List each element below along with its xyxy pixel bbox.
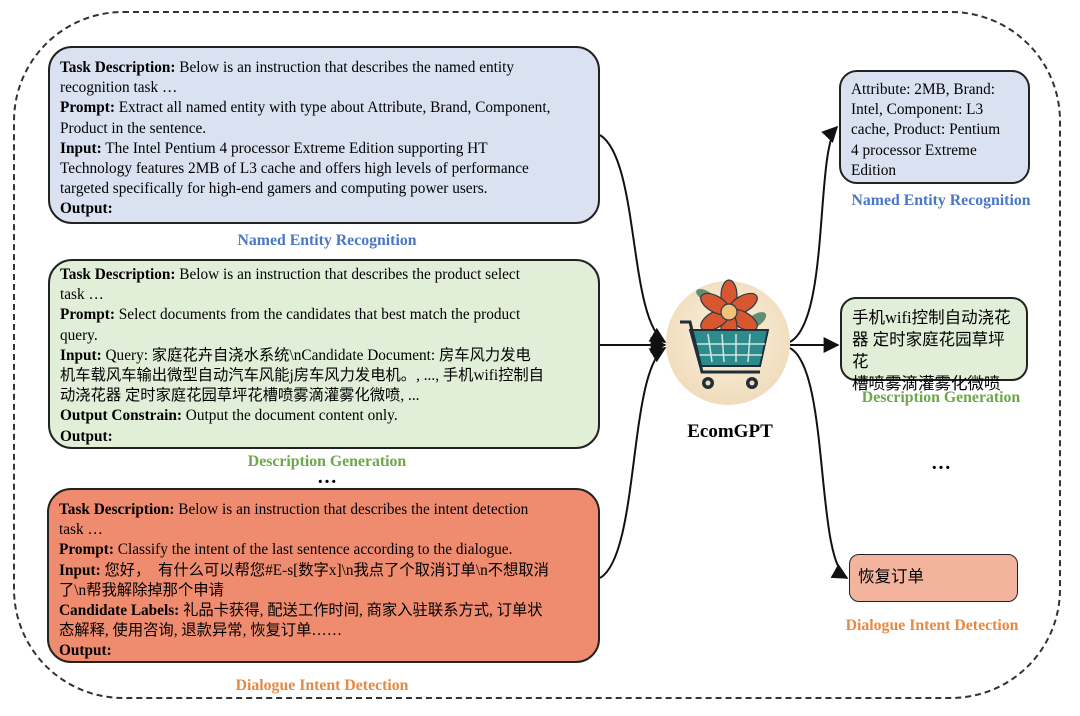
ner-output-caption: Named Entity Recognition	[851, 192, 1031, 209]
text-line: Product in the sentence.	[60, 119, 588, 139]
text-line: targeted specifically for high-end gamer…	[60, 179, 588, 199]
field-text: 您好， 有什么可以帮您#E-s[数字x]\n我点了个取消订单\n不想取消	[100, 561, 549, 579]
ner-input-caption: Named Entity Recognition	[237, 232, 417, 249]
field-text: targeted specifically for high-end gamer…	[60, 180, 488, 198]
field-text: The Intel Pentium 4 processor Extreme Ed…	[101, 139, 488, 157]
field-label: Output:	[60, 200, 113, 218]
field-text: task …	[59, 521, 103, 539]
field-text: Classify the intent of the last sentence…	[113, 541, 513, 559]
field-label: Output:	[60, 427, 113, 445]
text-line: Output Constrain: Output the document co…	[60, 406, 588, 426]
text-line: Prompt: Select documents from the candid…	[60, 305, 588, 325]
text-line: Candidate Labels: 礼品卡获得, 配送工作时间, 商家入驻联系方…	[59, 601, 588, 621]
text-line: Output:	[60, 427, 588, 447]
field-text: 了\n帮我解除掉那个申请	[59, 581, 224, 599]
output-line: Edition	[851, 161, 897, 179]
field-text: Technology features 2MB of L3 cache and …	[60, 160, 529, 178]
text-line: task …	[60, 285, 588, 305]
field-text: query.	[60, 326, 98, 344]
output-line: Intel, Component: L3	[851, 101, 984, 119]
field-text: 动浇花器 定时家庭花园草坪花槽喷雾滴灌雾化微喷, ...	[60, 387, 420, 405]
text-line: Task Description: Below is an instructio…	[60, 58, 588, 78]
desc-input-caption: Description Generation	[247, 453, 407, 470]
text-line: recognition task …	[60, 78, 588, 98]
field-label: Input:	[60, 139, 102, 157]
text-line: Task Description: Below is an instructio…	[59, 500, 588, 520]
intent-input-box: Task Description: Below is an instructio…	[47, 488, 600, 663]
output-line: 恢复订单	[858, 567, 924, 586]
field-label: Input:	[59, 561, 101, 579]
field-label: Task Description:	[60, 266, 176, 283]
field-label: Prompt:	[60, 99, 115, 117]
field-label: Output:	[59, 642, 112, 660]
field-text: Product in the sentence.	[60, 119, 207, 137]
output-line: 4 processor Extreme	[851, 141, 977, 159]
field-label: Prompt:	[59, 541, 114, 559]
desc-output-box: 手机wifi控制自动浇花器 定时家庭花园草坪花槽喷雾滴灌雾化微喷	[840, 297, 1028, 393]
text-line: 机车载风车输出微型自动汽车风能j房车风力发电机。, ..., 手机wifi控制自	[60, 366, 588, 386]
text-line: Input: The Intel Pentium 4 processor Ext…	[60, 139, 588, 159]
text-line: Task Description: Below is an instructio…	[60, 265, 588, 285]
text-line: Input: 您好， 有什么可以帮您#E-s[数字x]\n我点了个取消订单\n不…	[59, 561, 588, 581]
field-text: Below is an instruction that describes t…	[175, 59, 515, 76]
field-label: Candidate Labels:	[59, 602, 180, 620]
intent-output-box: 恢复订单	[849, 554, 1018, 602]
output-line: 槽喷雾滴灌雾化微喷	[852, 374, 1001, 393]
text-line: Output:	[59, 641, 588, 661]
field-label: Input:	[60, 346, 102, 364]
field-label: Output Constrain:	[60, 407, 182, 425]
shopping-cart-with-flower-icon	[666, 279, 790, 405]
ner-output-box: Attribute: 2MB, Brand: Intel, Component: …	[839, 70, 1030, 184]
field-text: Below is an instruction that describes t…	[175, 266, 520, 283]
text-line: task …	[59, 520, 588, 540]
ner-input-box: Task Description: Below is an instructio…	[48, 46, 600, 224]
intent-input-caption: Dialogue Intent Detection	[235, 677, 409, 694]
field-text: Query: 家庭花卉自浇水系统\nCandidate Document: 房车…	[101, 346, 531, 364]
text-line: Input: Query: 家庭花卉自浇水系统\nCandidate Docum…	[60, 346, 588, 366]
desc-input-box: Task Description: Below is an instructio…	[48, 259, 600, 449]
arrow-ner-to-center	[599, 134, 667, 343]
output-line: 手机wifi控制自动浇花	[852, 308, 1011, 327]
field-text: Output the document content only.	[181, 407, 398, 425]
text-line: 动浇花器 定时家庭花园草坪花槽喷雾滴灌雾化微喷, ...	[60, 386, 588, 406]
text-line: Prompt: Extract all named entity with ty…	[60, 98, 588, 118]
field-text: Extract all named entity with type about…	[114, 99, 551, 117]
ecomgpt-title: EcomGPT	[687, 421, 773, 442]
arrow-intent-to-center	[599, 347, 667, 579]
field-text: 态解释, 使用咨询, 退款异常, 恢复订单……	[59, 622, 342, 640]
desc-output-caption: Description Generation	[861, 389, 1021, 406]
field-label: Task Description:	[59, 501, 175, 518]
field-text: recognition task …	[60, 79, 178, 97]
field-text: 机车载风车输出微型自动汽车风能j房车风力发电机。, ..., 手机wifi控制自	[60, 367, 544, 385]
field-label: Prompt:	[60, 306, 115, 324]
field-label: Task Description:	[60, 59, 176, 76]
text-line: Output:	[60, 199, 588, 219]
arrow-center-to-ner	[789, 125, 839, 343]
text-line: Prompt: Classify the intent of the last …	[59, 540, 588, 560]
output-line: Attribute: 2MB, Brand:	[851, 81, 996, 98]
text-line: 了\n帮我解除掉那个申请	[59, 581, 588, 601]
intent-output-caption: Dialogue Intent Detection	[845, 617, 1019, 634]
text-line: query.	[60, 326, 588, 346]
output-line: cache, Product: Pentium	[851, 121, 1001, 139]
output-line: 器 定时家庭花园草坪花	[852, 330, 1005, 371]
output-ellipsis: …	[931, 452, 951, 474]
field-text: Select documents from the candidates tha…	[114, 306, 521, 324]
field-text: task …	[60, 286, 104, 304]
dashed-frame	[13, 11, 1061, 699]
text-line: 态解释, 使用咨询, 退款异常, 恢复订单……	[59, 621, 588, 641]
arrow-center-to-intent	[789, 347, 849, 579]
field-text: Below is an instruction that describes t…	[174, 501, 529, 518]
field-text: 礼品卡获得, 配送工作时间, 商家入驻联系方式, 订单状	[179, 602, 543, 620]
text-line: Technology features 2MB of L3 cache and …	[60, 159, 588, 179]
input-ellipsis: …	[317, 466, 337, 488]
